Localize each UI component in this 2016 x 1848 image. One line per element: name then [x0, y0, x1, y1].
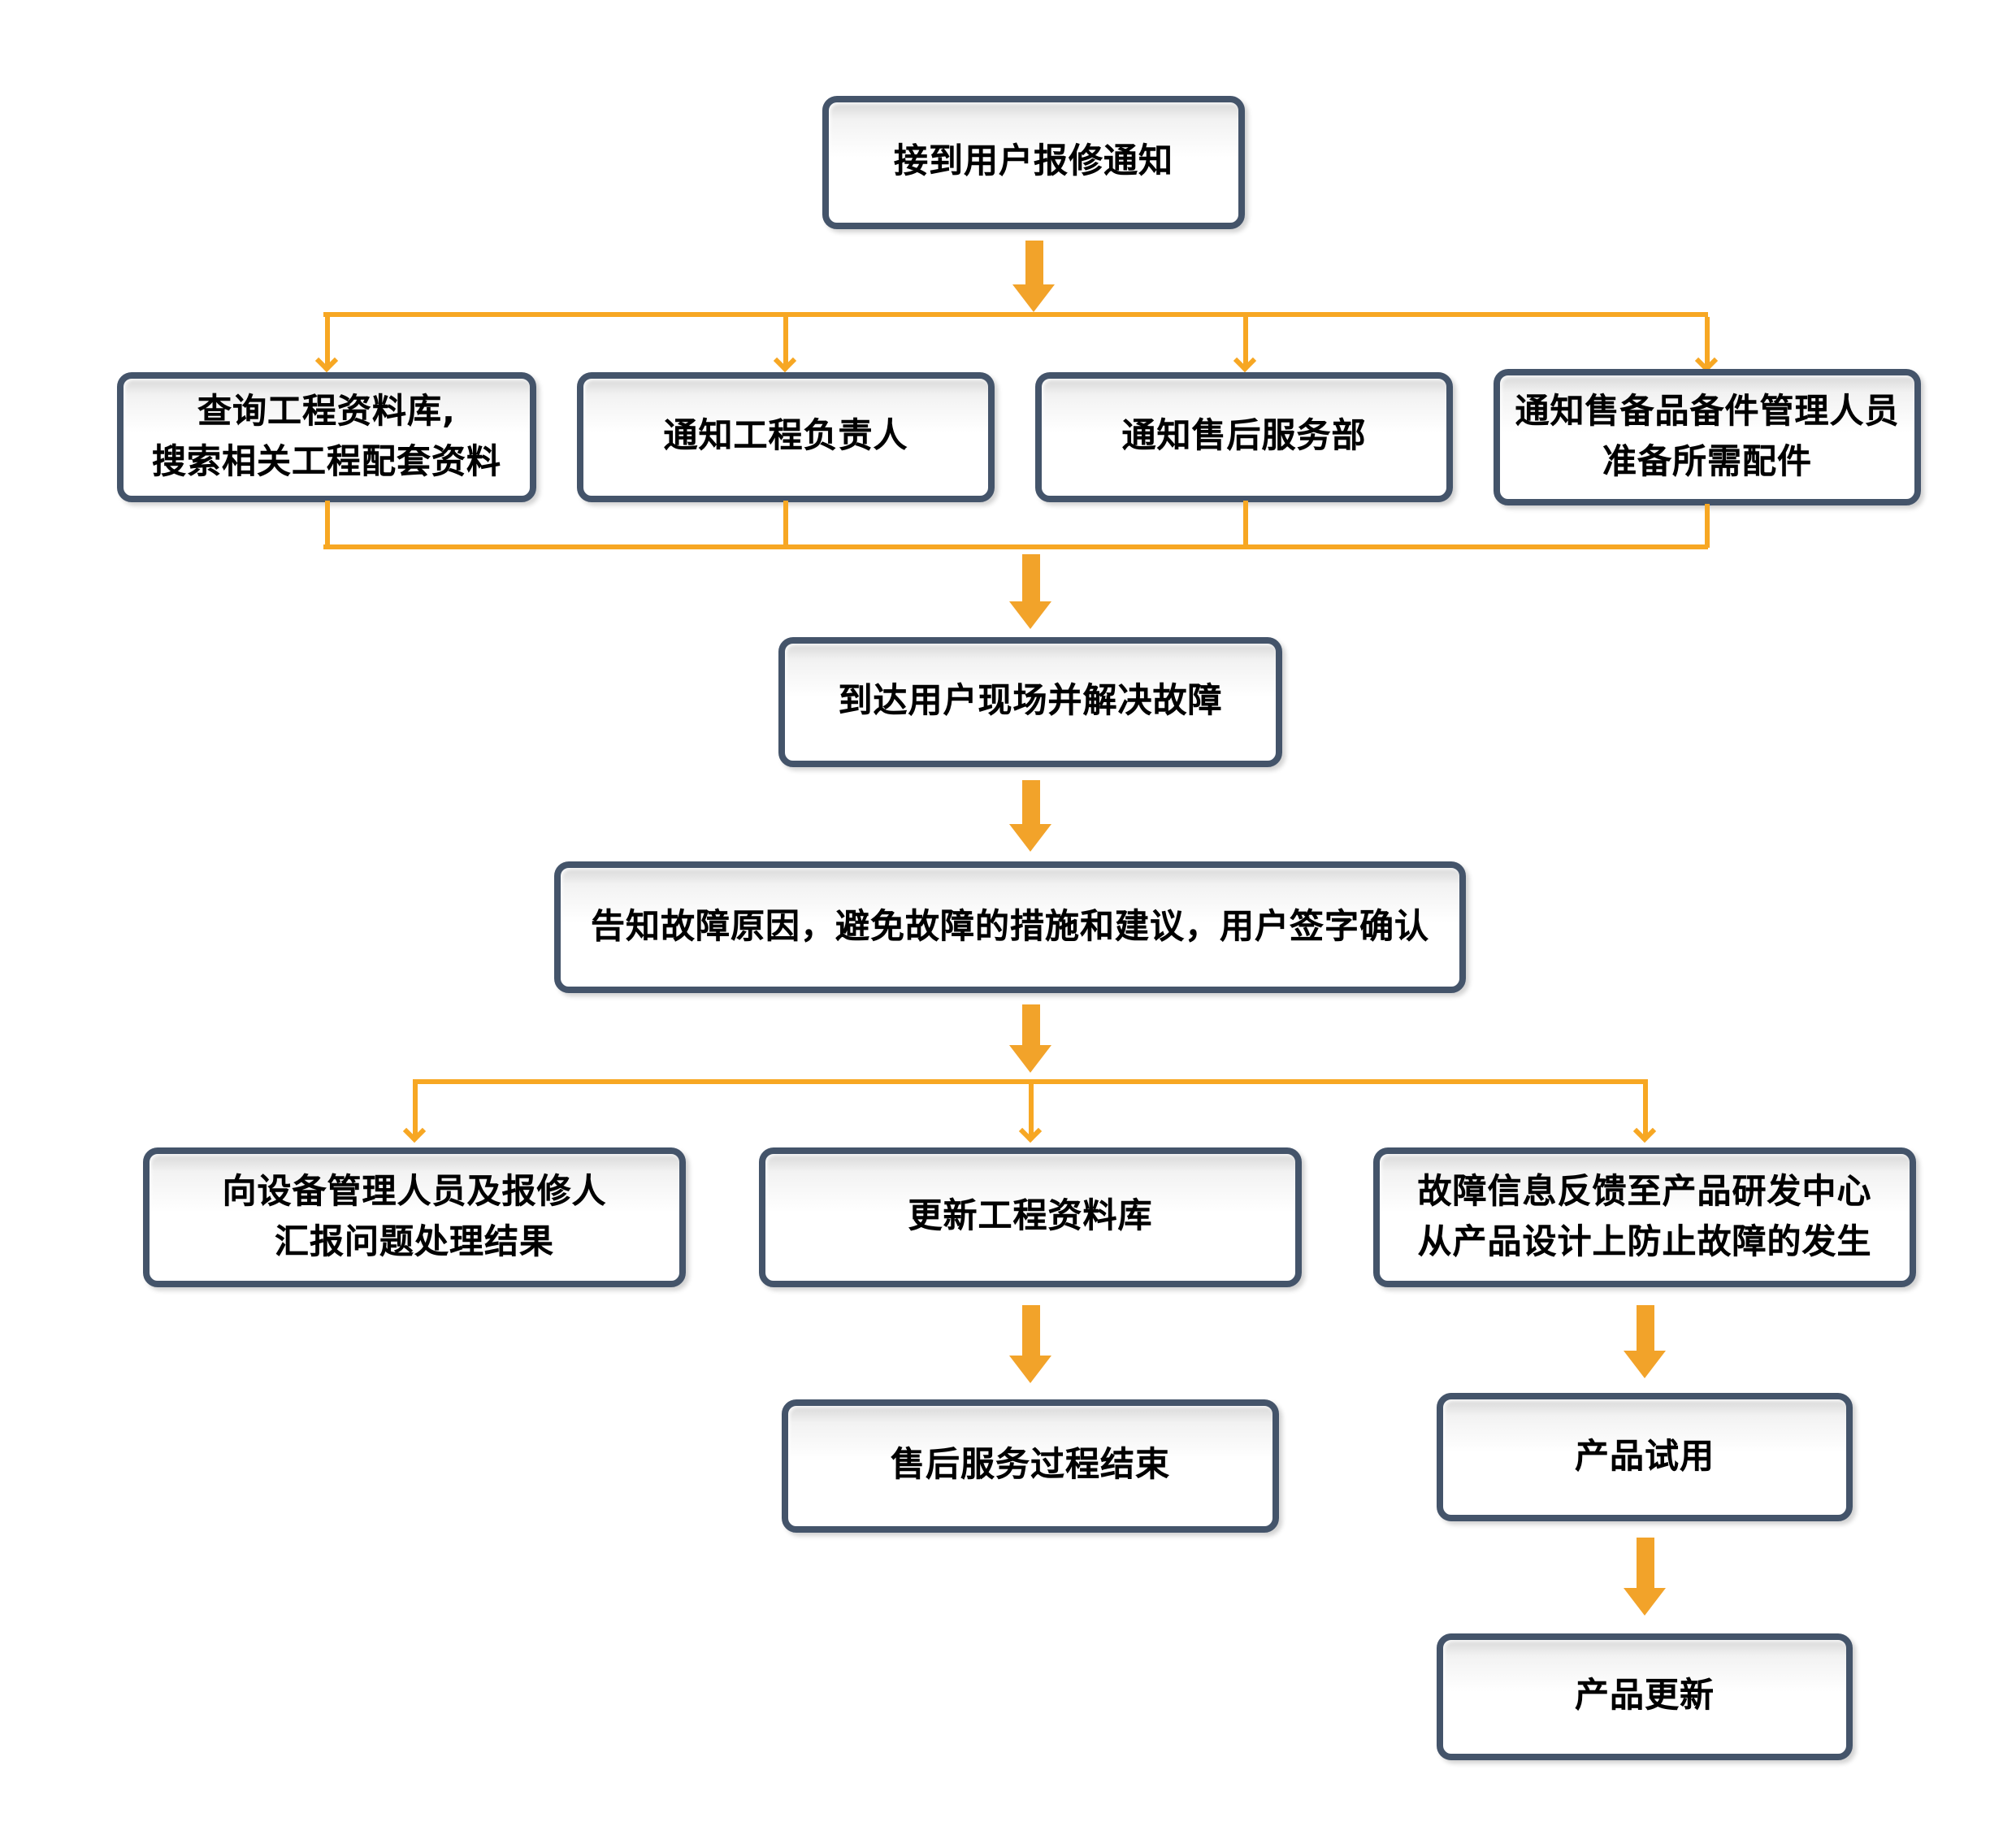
- node-query-database: 查询工程资料库, 搜索相关工程配套资料: [117, 372, 536, 502]
- node-receive-notice: 接到用户报修通知: [822, 96, 1245, 229]
- arrow-down-icon: [1009, 1305, 1051, 1383]
- arrow-down-icon: [1624, 1538, 1666, 1616]
- drop-arrow-icon: [1018, 1084, 1043, 1143]
- drop-arrow-icon: [1632, 1084, 1657, 1143]
- merge-stub-line: [325, 501, 330, 548]
- node-label: 查询工程资料库, 搜索相关工程配套资料: [152, 391, 501, 481]
- node-notify-parts: 通知售备品备件管理人员 准备所需配件: [1494, 369, 1921, 505]
- split-connector-line: [413, 1079, 1648, 1084]
- node-notify-service: 通知售后服务部: [1035, 372, 1453, 502]
- node-label: 产品试用: [1575, 1436, 1715, 1476]
- node-label: 向设备管理人员及报修人 汇报问题处理结果: [222, 1171, 607, 1261]
- split-connector-line: [323, 312, 1708, 317]
- node-label: 告知故障原因，避免故障的措施和建议，用户签字确认: [591, 906, 1429, 946]
- arrow-down-icon: [1624, 1305, 1666, 1378]
- arrow-down-icon: [1009, 554, 1051, 629]
- node-label: 更新工程资料库: [908, 1196, 1153, 1236]
- node-label: 故障信息反馈至产品研发中心 从产品设计上防止故障的发生: [1417, 1171, 1872, 1261]
- arrow-down-icon: [1012, 241, 1055, 312]
- node-label: 接到用户报修通知: [894, 141, 1173, 181]
- node-product-update: 产品更新: [1437, 1633, 1853, 1760]
- node-label: 通知售备品备件管理人员 准备所需配件: [1515, 391, 1900, 481]
- drop-arrow-icon: [1233, 317, 1257, 373]
- merge-connector-line: [323, 544, 1708, 549]
- node-update-database: 更新工程资料库: [759, 1147, 1302, 1287]
- node-label: 通知工程负责人: [663, 416, 908, 456]
- drop-arrow-icon: [773, 317, 797, 373]
- node-notify-engineer: 通知工程负责人: [577, 372, 995, 502]
- merge-stub-line: [783, 501, 788, 548]
- node-arrive-site: 到达用户现场并解决故障: [778, 637, 1282, 767]
- node-label: 售后服务过程结束: [891, 1445, 1170, 1485]
- drop-arrow-icon: [402, 1084, 427, 1143]
- node-feedback-rd: 故障信息反馈至产品研发中心 从产品设计上防止故障的发生: [1373, 1147, 1916, 1287]
- arrow-down-icon: [1009, 1004, 1051, 1073]
- merge-stub-line: [1243, 501, 1248, 548]
- merge-stub-line: [1705, 504, 1710, 548]
- node-label: 通知售后服务部: [1121, 416, 1367, 456]
- arrow-down-icon: [1009, 780, 1051, 852]
- drop-arrow-icon: [1694, 317, 1719, 373]
- node-service-end: 售后服务过程结束: [782, 1399, 1279, 1533]
- node-report-results: 向设备管理人员及报修人 汇报问题处理结果: [143, 1147, 686, 1287]
- node-label: 产品更新: [1575, 1676, 1715, 1716]
- node-product-trial: 产品试用: [1437, 1393, 1853, 1521]
- drop-arrow-icon: [314, 317, 339, 373]
- node-inform-user: 告知故障原因，避免故障的措施和建议，用户签字确认: [554, 861, 1466, 993]
- node-label: 到达用户现场并解决故障: [838, 681, 1223, 721]
